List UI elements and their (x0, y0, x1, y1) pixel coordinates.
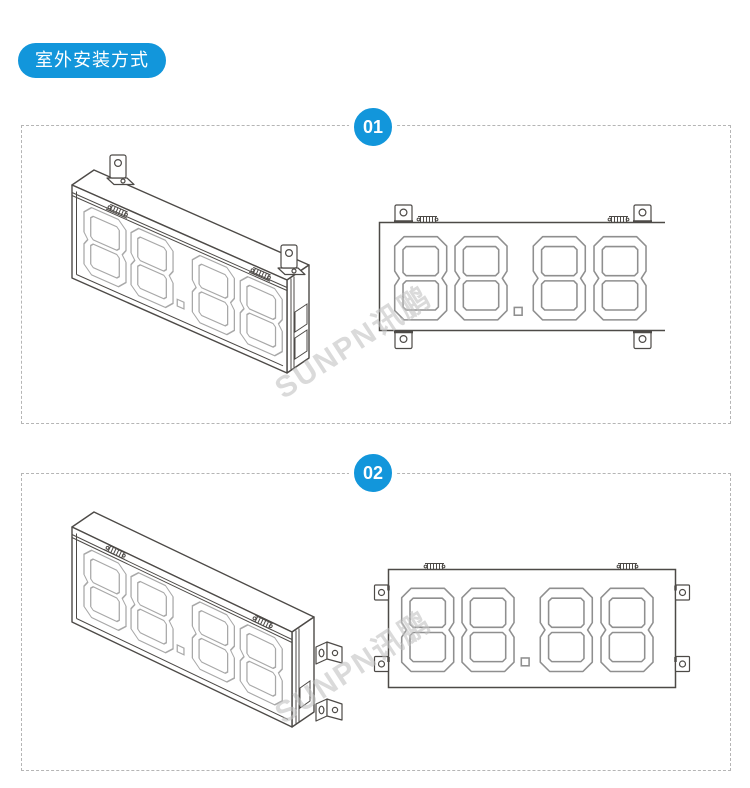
display-cabinet-box (71, 511, 315, 728)
mounting-bracket-side-upper (315, 641, 343, 665)
mounting-bracket-right-lower (674, 655, 691, 673)
display-cabinet-front (387, 568, 677, 689)
display-cabinet-box (71, 169, 310, 374)
cabinet-edge-details (71, 191, 308, 371)
drawing-3d-side-mount (71, 511, 343, 728)
latch-detail (422, 563, 447, 570)
mounting-bracket-bottom-right (633, 330, 652, 350)
bracket-feet (394, 220, 652, 334)
mounting-bracket-top-right (633, 204, 652, 223)
decimal-point (513, 306, 523, 316)
step-number-badge-01: 01 (349, 103, 397, 151)
seven-segment-digits (400, 587, 654, 673)
mounting-bracket-left-upper (373, 584, 390, 601)
seven-segment-digits (393, 235, 647, 321)
mounting-bracket-left-lower (373, 655, 390, 673)
section-title-badge: 室外安装方式 (18, 43, 166, 78)
decimal-point (176, 298, 185, 310)
step-number-badge-02: 02 (349, 449, 397, 497)
seven-segment-digits (83, 546, 283, 710)
mounting-bracket-bottom-left (394, 330, 413, 350)
mounting-bracket-top-right (277, 244, 306, 276)
latch-detail (615, 563, 640, 570)
mounting-bracket-side-lower (315, 698, 343, 722)
latch-detail (606, 216, 631, 223)
seven-segment-digits (83, 203, 283, 360)
drawing-front-top-mount (378, 204, 665, 350)
mounting-bracket-right-upper (674, 584, 691, 601)
mounting-bracket-top-left (106, 154, 135, 186)
bracket-feet (387, 585, 677, 662)
mounting-bracket-top-left (394, 204, 413, 223)
latch-detail (415, 216, 440, 223)
drawing-3d-top-mount (71, 154, 310, 374)
drawing-front-side-mount (373, 563, 691, 689)
decimal-point (520, 657, 530, 667)
decimal-point (176, 644, 185, 656)
